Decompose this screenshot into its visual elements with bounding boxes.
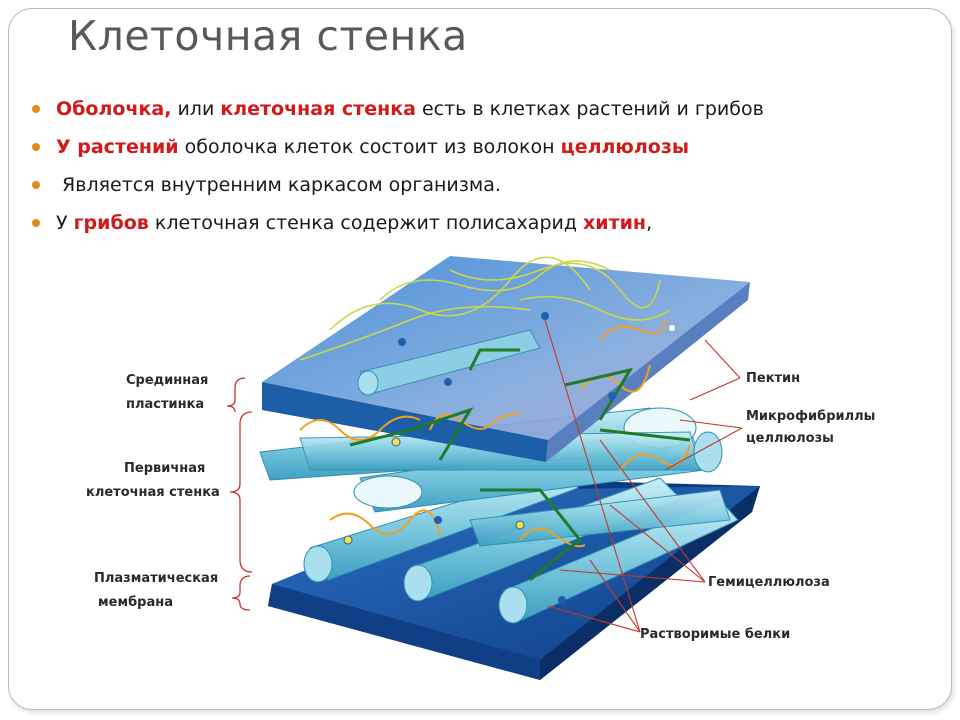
bullet-text: клеточная стенка содержит полисахарид xyxy=(148,212,584,234)
bullet-text: хитин xyxy=(583,212,647,234)
right-labels: Пектин Микрофибриллы целлюлозы Гемицеллю… xyxy=(640,371,875,642)
label-primary-wall-2: клеточная стенка xyxy=(86,485,220,500)
bullet-item: Является внутренним каркасом организма. xyxy=(30,168,764,206)
bullet-item: Оболочка, или клеточная стенка есть в кл… xyxy=(30,92,764,130)
bullet-text: оболочка клеток состоит из волокон xyxy=(178,136,561,158)
label-plasma-membrane-1: Плазматическая xyxy=(94,571,218,586)
bullet-text: или xyxy=(171,98,221,120)
bullet-text: У растений xyxy=(56,136,179,158)
label-soluble-proteins: Растворимые белки xyxy=(640,627,790,642)
bullet-text: Оболочка, xyxy=(56,98,172,120)
bullet-text: целлюлозы xyxy=(560,136,690,158)
bullet-item: У растений оболочка клеток состоит из во… xyxy=(30,130,764,168)
soluble-protein-dots xyxy=(343,312,675,604)
label-microfibrils-1: Микрофибриллы xyxy=(746,409,875,424)
slide-frame xyxy=(8,8,952,710)
left-labels: Срединная пластинка Первичная клеточная … xyxy=(86,373,220,610)
label-microfibrils-2: целлюлозы xyxy=(746,431,834,446)
surface-strands xyxy=(299,256,671,361)
bullet-text: клеточная стенка xyxy=(220,98,416,120)
slide-title: Клеточная стенка xyxy=(68,12,468,60)
bullet-list: Оболочка, или клеточная стенка есть в кл… xyxy=(30,92,764,244)
label-middle-lamella-1: Срединная xyxy=(126,373,208,388)
hemicellulose-chains xyxy=(349,348,691,582)
label-middle-lamella-2: пластинка xyxy=(126,397,204,412)
bullet-item: У грибов клеточная стенка содержит полис… xyxy=(30,206,764,244)
label-hemicellulose: Гемицеллюлоза xyxy=(708,575,830,590)
label-plasma-membrane-2: мембрана xyxy=(98,595,173,610)
left-braces xyxy=(226,377,253,611)
bullet-text: грибов xyxy=(73,212,149,234)
bullet-text: У xyxy=(56,212,74,234)
bullet-text: есть в клетках растений и грибов xyxy=(415,98,764,120)
leader-lines xyxy=(544,319,743,633)
bullet-text: Является внутренним каркасом организма. xyxy=(56,174,501,196)
label-pectin: Пектин xyxy=(746,371,800,386)
bullet-text: , xyxy=(646,212,653,234)
label-primary-wall-1: Первичная xyxy=(124,461,205,476)
